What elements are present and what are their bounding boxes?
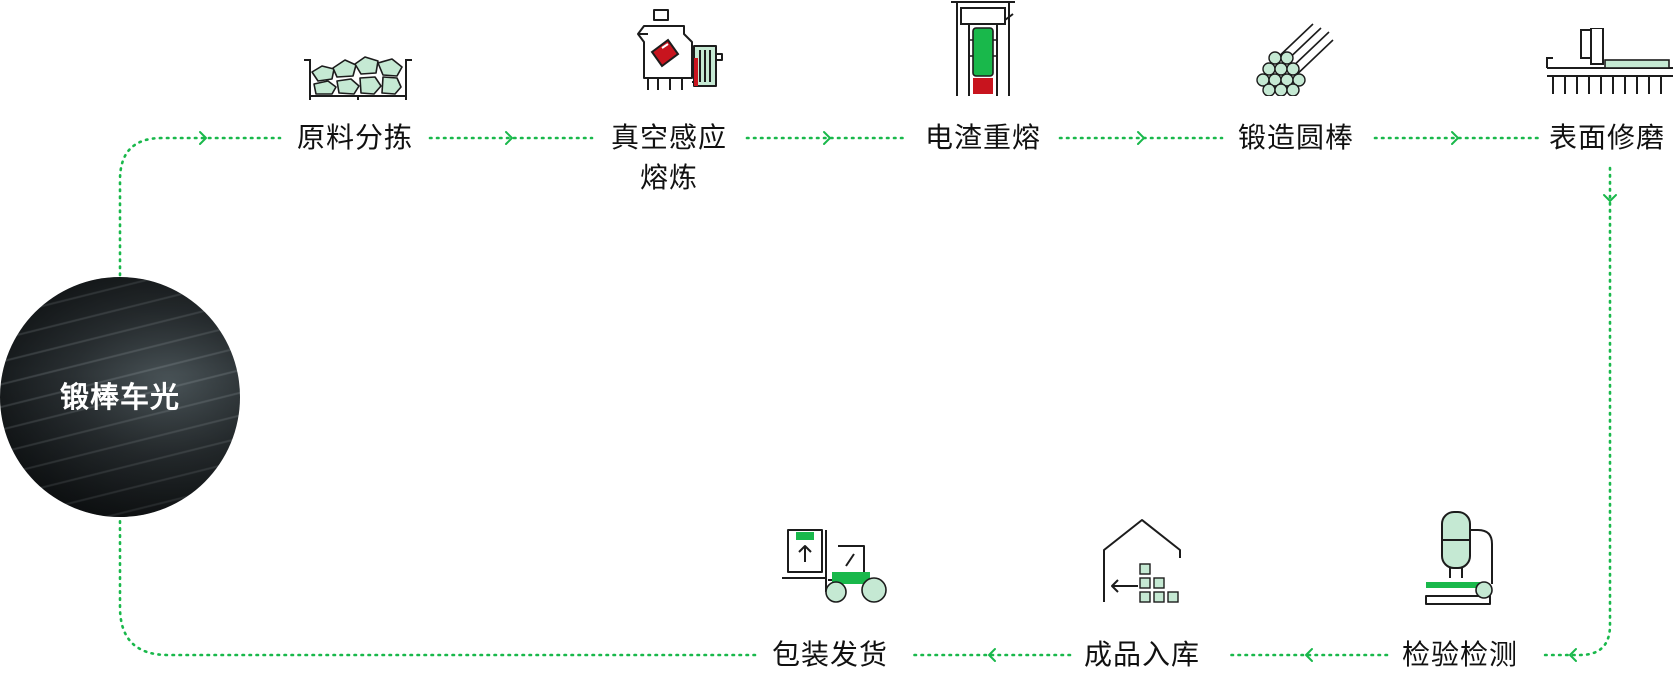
step-label-electroslag-remelting: 电渣重熔 (924, 121, 1041, 154)
connector-hub-to-sorting (118, 136, 282, 277)
arrow-into-grinding (1451, 131, 1459, 145)
step-label-vacuum-induction-melting: 真空感应熔炼 (610, 121, 727, 194)
forklift-shipping-icon (782, 529, 887, 603)
vacuum-induction-furnace-icon (637, 9, 723, 90)
arrow-into-inspection (1569, 648, 1577, 662)
arrow-into-esr (823, 131, 831, 145)
arrow-into-warehouse (1305, 648, 1313, 662)
arrow-into-packing (988, 648, 996, 662)
hub-circle-forged-bar-turning: 锻棒车光 (0, 277, 240, 517)
surface-grinding-icon (1546, 28, 1673, 94)
arrow-into-forging (1137, 131, 1145, 145)
step-label-warehousing: 成品入库 (1083, 638, 1200, 671)
arrow-into-sorting (199, 131, 207, 145)
hub-photo-shade (0, 277, 240, 517)
arrow-down-grinding (1603, 194, 1617, 202)
connector-packing-to-hub (118, 518, 757, 657)
raw-material-sorting-icon (304, 56, 412, 100)
step-label-surface-grinding: 表面修磨 (1548, 121, 1665, 154)
step-label-forged-round-bar: 锻造圆棒 (1237, 121, 1354, 154)
hub-label: 锻棒车光 (59, 380, 180, 414)
electroslag-remelting-icon (951, 1, 1015, 96)
microscope-inspection-icon (1425, 511, 1493, 605)
step-label-inspection: 检验检测 (1401, 638, 1518, 671)
step-label-raw-material-sorting: 原料分拣 (296, 121, 413, 154)
connector-grinding-to-inspection (1540, 166, 1612, 657)
forged-round-bars-icon (1256, 23, 1334, 96)
arrow-into-vim (505, 131, 513, 145)
warehouse-storage-icon (1103, 519, 1181, 603)
step-label-packing-shipping: 包装发货 (771, 638, 888, 671)
